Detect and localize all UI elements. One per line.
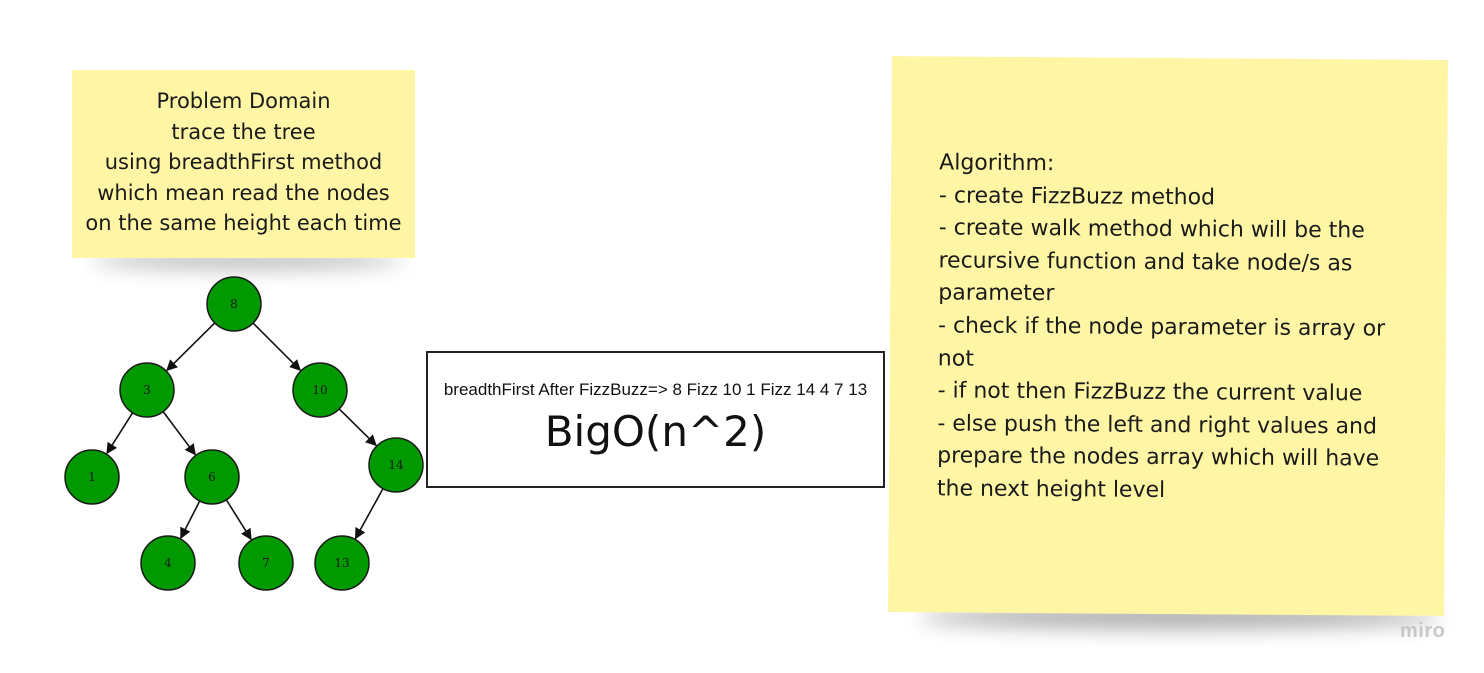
tree-edge-n8-n3 bbox=[166, 322, 216, 372]
problem-note-line: using breadthFirst method bbox=[104, 150, 383, 174]
tree-node-10[interactable]: 10 bbox=[292, 362, 348, 418]
tree-node-14[interactable]: 14 bbox=[368, 437, 424, 493]
tree-node-8[interactable]: 8 bbox=[206, 276, 262, 332]
algorithm-sticky-note[interactable]: Algorithm: - create FizzBuzz method - cr… bbox=[888, 56, 1448, 616]
tree-edge-n6-n7 bbox=[225, 499, 252, 541]
miro-watermark-logo: miro bbox=[1400, 620, 1446, 642]
tree-edge-n3-n6 bbox=[162, 411, 196, 456]
algorithm-note-line: - if not then FizzBuzz the current value bbox=[937, 378, 1363, 407]
tree-node-13[interactable]: 13 bbox=[314, 535, 370, 591]
algorithm-note-line: - create walk method which will be the r… bbox=[938, 215, 1365, 307]
tree-node-label: 4 bbox=[164, 556, 172, 570]
tree-node-label: 13 bbox=[334, 556, 349, 570]
tree-node-circle bbox=[314, 535, 370, 591]
tree-node-circle bbox=[184, 449, 240, 505]
tree-node-label: 7 bbox=[262, 556, 270, 570]
problem-domain-sticky-note[interactable]: Problem Domain trace the tree using brea… bbox=[72, 70, 415, 258]
tree-node-7[interactable]: 7 bbox=[238, 535, 294, 591]
tree-edge-n14-n13 bbox=[354, 488, 384, 540]
breadth-first-result-caption: breadthFirst After FizzBuzz=> 8 Fizz 10 … bbox=[443, 380, 868, 399]
tree-node-circle bbox=[119, 362, 175, 418]
tree-edge-n10-n14 bbox=[338, 408, 377, 447]
problem-note-line: on the same height each time bbox=[85, 211, 402, 235]
tree-node-label: 1 bbox=[88, 470, 96, 484]
tree-nodes: 8 3 10 1 6 14 4 7 13 bbox=[64, 276, 424, 591]
tree-node-label: 3 bbox=[143, 383, 151, 397]
binary-tree-diagram[interactable]: 8 3 10 1 6 14 4 7 13 bbox=[55, 272, 435, 602]
tree-node-circle bbox=[64, 449, 120, 505]
algorithm-note-line: - check if the node parameter is array o… bbox=[937, 313, 1386, 372]
tree-node-label: 10 bbox=[312, 383, 327, 397]
tree-edge-n6-n4 bbox=[180, 500, 201, 540]
big-o-complexity-label: BigO(n^2) bbox=[544, 407, 767, 456]
tree-node-6[interactable]: 6 bbox=[184, 449, 240, 505]
tree-edges bbox=[106, 322, 384, 541]
algorithm-note-line: Algorithm: bbox=[939, 150, 1055, 177]
tree-node-label: 14 bbox=[388, 458, 404, 472]
problem-note-line: trace the tree bbox=[171, 119, 316, 144]
tree-node-4[interactable]: 4 bbox=[140, 535, 196, 591]
algorithm-note-line: - else push the left and right values an… bbox=[936, 411, 1380, 503]
algorithm-note-line: - create FizzBuzz method bbox=[938, 182, 1216, 210]
tree-node-circle bbox=[206, 276, 262, 332]
tree-node-label: 6 bbox=[208, 470, 216, 484]
problem-note-line: which mean read the nodes bbox=[97, 180, 390, 205]
tree-node-label: 8 bbox=[230, 297, 238, 311]
tree-node-circle bbox=[140, 535, 196, 591]
tree-node-circle bbox=[238, 535, 294, 591]
tree-node-circle bbox=[292, 362, 348, 418]
problem-note-line: Problem Domain bbox=[156, 89, 331, 113]
tree-node-circle bbox=[368, 437, 424, 493]
complexity-result-box[interactable]: breadthFirst After FizzBuzz=> 8 Fizz 10 … bbox=[426, 351, 885, 488]
tree-node-1[interactable]: 1 bbox=[64, 449, 120, 505]
tree-node-3[interactable]: 3 bbox=[119, 362, 175, 418]
tree-edge-n8-n10 bbox=[252, 322, 301, 371]
tree-edge-n3-n1 bbox=[106, 412, 134, 455]
